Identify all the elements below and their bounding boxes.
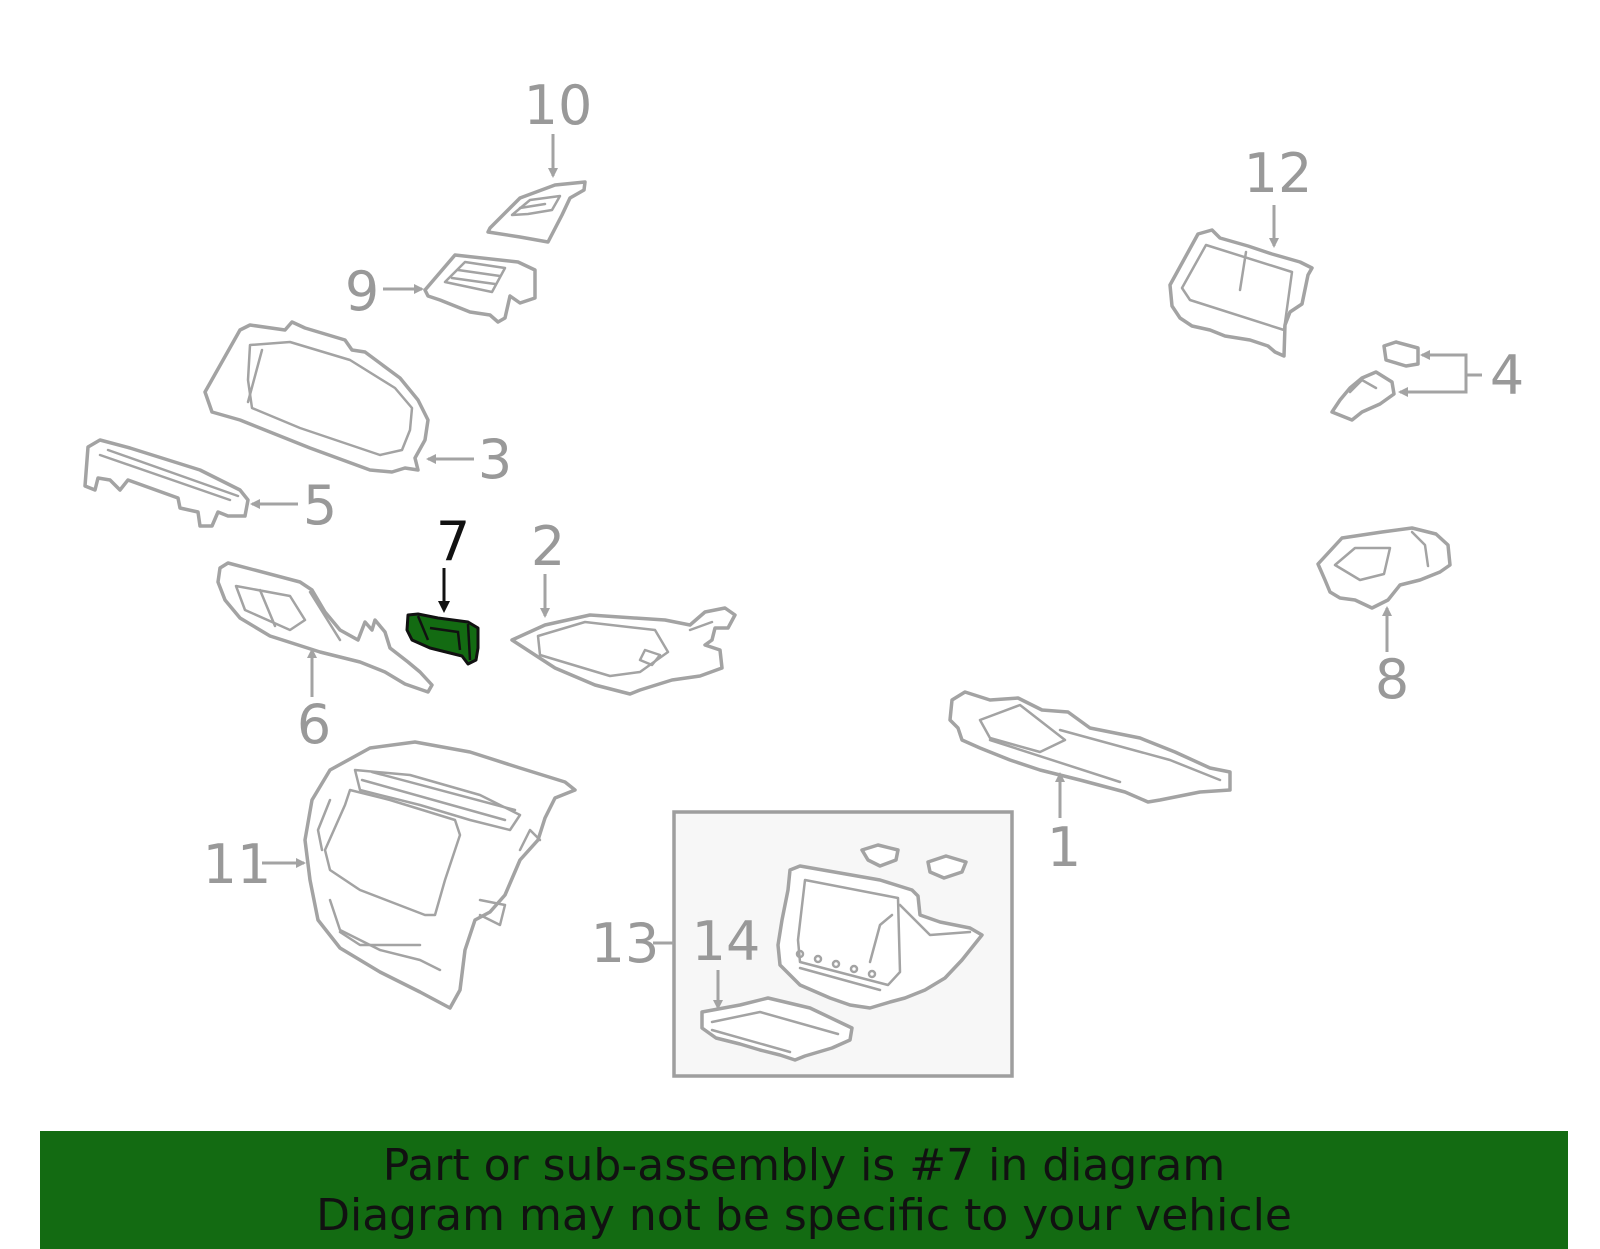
part-12-right-panel[interactable] xyxy=(1168,228,1314,358)
leader-4a xyxy=(1420,350,1468,375)
part-4-clips[interactable] xyxy=(1330,340,1420,422)
part-9-vent[interactable] xyxy=(423,253,537,324)
callout-1: 1 xyxy=(1047,816,1081,879)
callout-11: 11 xyxy=(203,833,272,896)
part-2-upper-panel[interactable] xyxy=(510,606,737,696)
part-8-right-bezel[interactable] xyxy=(1316,526,1452,610)
callout-9: 9 xyxy=(345,260,379,323)
callout-12: 12 xyxy=(1244,142,1313,205)
callout-8: 8 xyxy=(1375,648,1409,711)
part-14-tray[interactable] xyxy=(700,996,854,1062)
callout-14: 14 xyxy=(692,910,761,973)
part-3-meter-visor[interactable] xyxy=(203,320,430,474)
banner-line-2: Diagram may not be specific to your vehi… xyxy=(316,1190,1292,1241)
leader-4b xyxy=(1398,375,1468,397)
callout-4: 4 xyxy=(1490,344,1524,407)
part-11-dash-center[interactable] xyxy=(303,740,577,1010)
part-10-bezel[interactable] xyxy=(486,180,587,244)
part-1-lower-panel[interactable] xyxy=(948,690,1232,804)
part-5-trim[interactable] xyxy=(83,438,250,528)
callout-10: 10 xyxy=(524,74,593,137)
part-6-panel[interactable] xyxy=(216,561,434,694)
callout-3: 3 xyxy=(478,428,512,491)
callout-5: 5 xyxy=(303,474,337,537)
banner-line-1: Part or sub-assembly is #7 in diagram xyxy=(382,1140,1226,1191)
callout-13: 13 xyxy=(591,912,660,975)
callout-7: 7 xyxy=(436,510,470,573)
callout-2: 2 xyxy=(531,515,565,578)
callout-6: 6 xyxy=(297,693,331,756)
info-banner: Part or sub-assembly is #7 in diagram Di… xyxy=(40,1131,1568,1249)
part-7-highlighted[interactable] xyxy=(405,612,480,666)
